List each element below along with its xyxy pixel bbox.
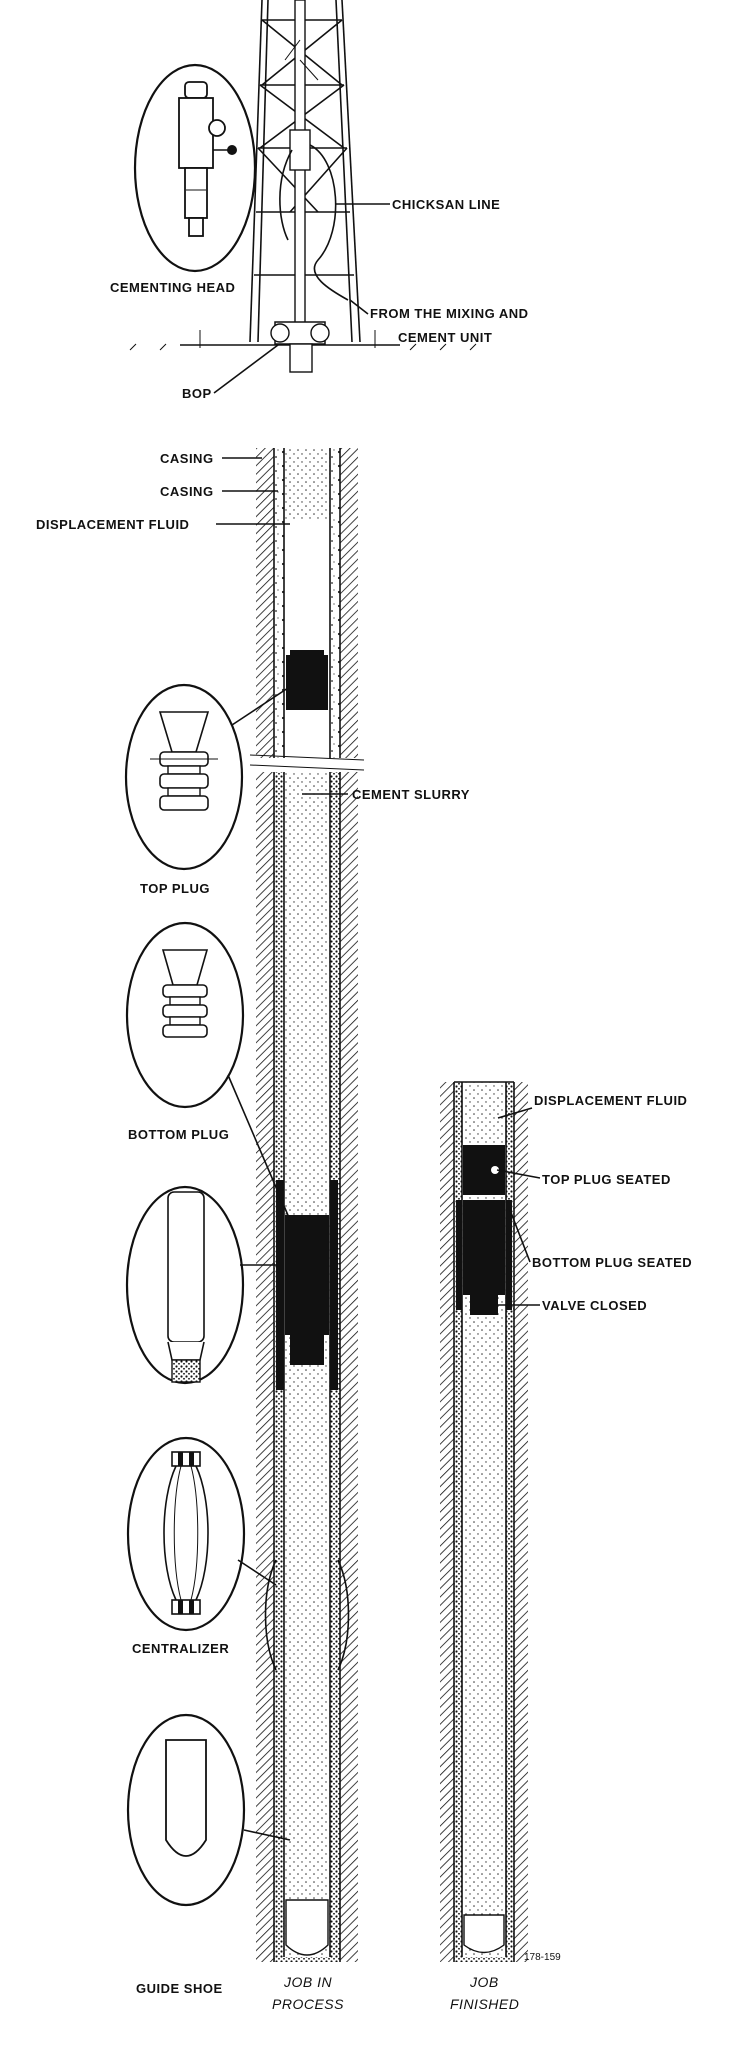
centralizer-icon (163, 1451, 209, 1615)
cementing-head-callout (133, 63, 257, 273)
bottom-plug-seated-label: BOTTOM PLUG SEATED (532, 1255, 692, 1270)
top-plug-seated-label: TOP PLUG SEATED (542, 1172, 671, 1187)
casing-label-1: CASING (160, 451, 214, 466)
job-in-process-label-1: JOB IN (283, 1974, 333, 1990)
figure-number: 178-159 (524, 1952, 561, 1963)
rig-section (129, 0, 477, 373)
displacement-fluid-label: DISPLACEMENT FLUID (36, 517, 189, 532)
float-collar-icon (167, 1191, 205, 1383)
from-mixing-label-1: FROM THE MIXING AND (370, 306, 529, 321)
well-job-in-process (249, 448, 365, 1962)
displacement-fluid-2-label: DISPLACEMENT FLUID (534, 1093, 687, 1108)
bottom-plug-icon (161, 949, 209, 1038)
guide-shoe-label: GUIDE SHOE (136, 1981, 223, 1996)
bop-label: BOP (182, 386, 212, 401)
float-collar-callout (125, 1185, 278, 1385)
job-finished-label-1: JOB (469, 1974, 499, 1990)
valve-closed-label: VALVE CLOSED (542, 1298, 647, 1313)
bottom-plug-seated-leader (509, 1209, 531, 1263)
top-plug-icon (150, 711, 218, 811)
cement-slurry-label: CEMENT SLURRY (352, 787, 470, 802)
well-job-finished (440, 1081, 528, 1962)
from-mixing-label-2: CEMENT UNIT (398, 330, 492, 345)
top-plug-label: TOP PLUG (140, 881, 210, 896)
guide-shoe-icon (165, 1739, 207, 1857)
chicksan-line-label: CHICKSAN LINE (392, 197, 500, 212)
job-in-process-label-2: PROCESS (272, 1996, 344, 2012)
bottom-plug-callout (125, 921, 291, 1221)
cementing-head-icon (178, 81, 237, 237)
guide-shoe-callout (126, 1713, 291, 1907)
centralizer-callout (126, 1436, 277, 1632)
mixing-leader (349, 299, 369, 315)
cementing-head-label: CEMENTING HEAD (110, 280, 235, 295)
top-plug-seated-leader (496, 1169, 541, 1179)
casing-label-2: CASING (160, 484, 214, 499)
displacement-2-leader (497, 1107, 533, 1119)
bop-leader (213, 344, 279, 394)
job-finished-label-2: FINISHED (450, 1996, 519, 2012)
bottom-plug-label: BOTTOM PLUG (128, 1127, 229, 1142)
centralizer-label: CENTRALIZER (132, 1641, 229, 1656)
top-plug-callout (124, 683, 289, 871)
